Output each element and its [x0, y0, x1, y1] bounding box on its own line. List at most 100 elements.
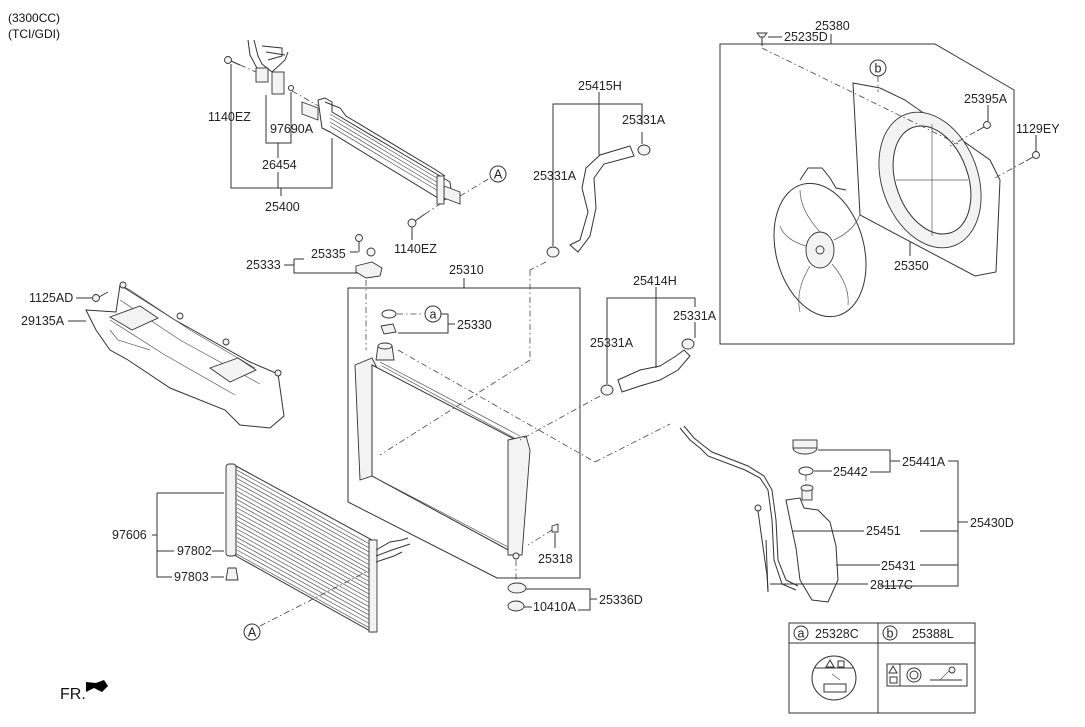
svg-text:a: a: [430, 308, 437, 322]
bolt-25395A: [976, 121, 991, 132]
bolt-1129EY: [1025, 151, 1040, 162]
label-25451: 25451: [866, 524, 901, 538]
radiator-25310[interactable]: [354, 342, 531, 560]
bolt-1125AD: [92, 291, 109, 302]
label-25441A: 25441A: [902, 455, 946, 469]
label-25442: 25442: [833, 465, 868, 479]
label-1129EY: 1129EY: [1016, 122, 1060, 136]
bolt-1140ez-bottom: [407, 213, 426, 228]
condenser-fin-line: [236, 524, 371, 600]
lower-hose-25414H[interactable]: [617, 349, 691, 393]
condenser-fin-line: [236, 553, 371, 629]
label-1125AD: 1125AD: [29, 291, 73, 305]
callout-A-lower: A: [243, 623, 261, 641]
insulator-10410A: [507, 600, 525, 612]
callout-A-upper: A: [489, 165, 507, 183]
label-25350: 25350: [894, 259, 929, 273]
condenser-fin-line: [236, 537, 371, 612]
condenser-fin-line: [236, 545, 371, 621]
legend-part-25388L: 25388L: [912, 627, 954, 641]
svg-text:b: b: [875, 62, 882, 76]
condenser-fin-line: [236, 495, 371, 570]
condenser-fin-line: [236, 503, 371, 579]
label-29135A: 29135A: [21, 314, 65, 328]
label-97690A: 97690A: [270, 122, 314, 136]
front-label: FR.: [60, 686, 86, 703]
fan-shroud-25350[interactable]: [852, 82, 1001, 277]
variant-label: (TCI/GDI): [8, 27, 60, 41]
condenser-fin-line: [236, 490, 371, 566]
condenser-fin-line: [236, 469, 371, 545]
front-arrow-icon: [86, 680, 108, 692]
label-97803: 97803: [174, 570, 209, 584]
legend-item-a: a 25328C: [793, 625, 859, 701]
desiccant-97803: [225, 567, 239, 581]
condenser-fin-line: [236, 478, 371, 553]
svg-text:A: A: [248, 626, 257, 640]
fan-caution-label-icon: [886, 663, 968, 687]
label-legend-table: a 25328C b 25388L: [788, 622, 976, 714]
label-25235D: 25235D: [784, 30, 828, 44]
label-25330: 25330: [457, 318, 492, 332]
drain-fitting-25318: [551, 523, 559, 533]
label-25331A-2: 25331A: [533, 169, 577, 183]
condenser-fin-line: [236, 549, 371, 625]
bracket-25333[interactable]: [355, 234, 383, 279]
label-1140EZ-bottom: 1140EZ: [394, 242, 437, 256]
screw-25235D: [756, 32, 768, 46]
cap-25330: [380, 323, 397, 335]
level-gauge-28117C: [754, 504, 769, 593]
bolt-1140ez-top: [224, 56, 241, 66]
label-25336D: 25336D: [599, 593, 643, 607]
oil-cooler-body: [317, 97, 453, 201]
clamp-25331A-lower-left: [600, 384, 614, 396]
condenser-97606[interactable]: [225, 463, 411, 633]
condenser-fin-line: [236, 474, 371, 549]
fan-group-box: [719, 43, 1015, 345]
condenser-fin-line: [236, 541, 371, 616]
svg-text:A: A: [494, 168, 503, 182]
label-28117C: 28117C: [870, 578, 913, 592]
label-25335: 25335: [311, 247, 346, 261]
label-25310: 25310: [449, 263, 484, 277]
upper-hose-25415H[interactable]: [569, 145, 635, 253]
label-25318: 25318: [538, 552, 573, 566]
label-25380: 25380: [815, 19, 850, 33]
legend-item-b: b 25388L: [882, 625, 968, 687]
callout-a-radiator: a: [424, 305, 442, 323]
label-25331A-4: 25331A: [590, 336, 634, 350]
label-10410A: 10410A: [533, 600, 577, 614]
label-25430D: 25430D: [970, 516, 1014, 530]
clamp-25331A-upper-right: [637, 144, 651, 156]
label-25415H: 25415H: [578, 79, 622, 93]
condenser-fin-line: [236, 520, 371, 595]
label-25431: 25431: [881, 559, 916, 573]
air-guard-29135A[interactable]: [85, 281, 285, 429]
condenser-fin-line: [236, 499, 371, 574]
cap-25441A: [792, 439, 818, 455]
engine-label: (3300CC): [8, 11, 60, 25]
condenser-fin-line: [236, 528, 371, 604]
clamp-25331A-upper-left: [546, 246, 560, 258]
svg-text:b: b: [887, 627, 894, 641]
overflow-hose-25451: [679, 425, 799, 591]
condenser-fin-line: [236, 532, 371, 608]
label-25395A: 25395A: [964, 92, 1008, 106]
valve-block-26454: [271, 71, 285, 95]
label-25333: 25333: [246, 258, 281, 272]
condenser-fin-line: [236, 507, 371, 583]
connector-block: [255, 67, 269, 83]
condenser-fin-line: [236, 482, 371, 558]
o-ring-97690A: [288, 85, 294, 91]
condenser-fins: [236, 469, 371, 629]
callout-b-fan: b: [869, 59, 887, 77]
radiator-group-box: [347, 287, 581, 579]
label-25414H: 25414H: [633, 274, 677, 288]
front-direction-indicator: FR.: [60, 680, 108, 703]
oil-cooler-assembly[interactable]: [224, 39, 491, 228]
label-1140EZ-top: 1140EZ: [208, 110, 251, 124]
reservoir-25431[interactable]: [785, 484, 839, 603]
receiver-drier: [225, 463, 237, 557]
fan-blade[interactable]: [760, 173, 880, 327]
